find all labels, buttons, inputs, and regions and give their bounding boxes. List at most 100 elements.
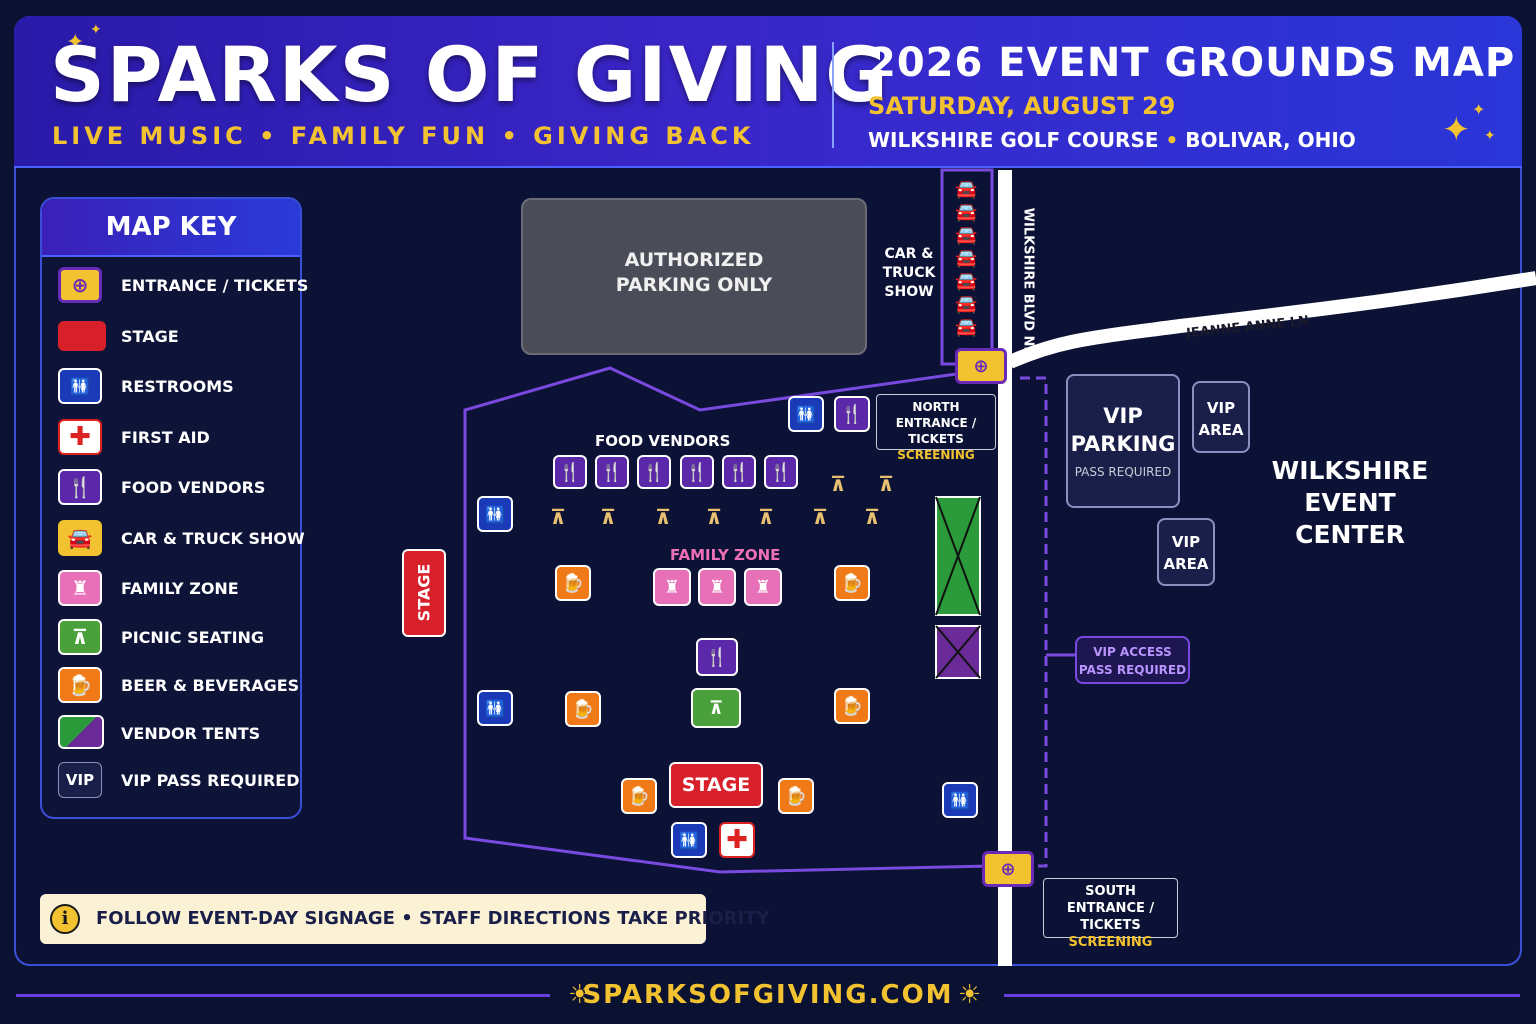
restroom-icon[interactable]: 🚻 [477,690,513,726]
city-name: BOLIVAR, OHIO [1185,128,1356,152]
south-entrance-ticket-icon[interactable]: ⊕ [982,851,1034,887]
picnic-table-icon: ⊼ [864,505,881,529]
event-boundary [463,366,991,874]
key-label: VIP PASS REQUIRED [121,771,300,790]
sparkle-icon: ✦ [90,22,102,38]
key-row-car: 🚘CAR & TRUCK SHOW [58,520,305,560]
beer-icon[interactable]: 🍺 [834,565,870,601]
info-icon: i [50,904,80,934]
main-stage[interactable]: STAGE [669,762,763,808]
restroom-icon[interactable]: 🚻 [477,496,513,532]
vip-area-north-label: VIP AREA [1198,399,1244,439]
picnic-table-icon: ⊼ [655,505,672,529]
side-stage[interactable] [402,549,446,637]
header-banner [14,16,1522,168]
venue-name: WILKSHIRE GOLF COURSE [868,128,1159,152]
castle-icon[interactable]: ♜ [698,568,736,606]
wilkshire-blvd-road [998,170,1012,966]
food-icon: 🍴 [58,469,102,505]
vip-access-path [1020,376,1048,868]
family-zone-label: FAMILY ZONE [670,546,781,564]
key-label: CAR & TRUCK SHOW [121,529,305,548]
beer-icon[interactable]: 🍺 [565,691,601,727]
vip-area-south[interactable] [1157,518,1215,586]
north-entrance-label: NORTH ENTRANCE / TICKETS SCREENING [876,394,996,462]
food-vendor-icon[interactable]: 🍴 [637,455,671,489]
event-date: SATURDAY, AUGUST 29 [868,92,1176,120]
event-location: WILKSHIRE GOLF COURSE • BOLIVAR, OHIO [868,128,1356,152]
key-label: ENTRANCE / TICKETS [121,276,309,295]
key-label: PICNIC SEATING [121,628,265,647]
parking-label: AUTHORIZED PARKING ONLY [615,249,773,296]
sun-icon: ☀ [568,980,592,1010]
food-vendor-icon[interactable]: 🍴 [553,455,587,489]
food-vendors-label: FOOD VENDORS [595,432,731,450]
castle-icon[interactable]: ♜ [744,568,782,606]
key-label: VENDOR TENTS [121,724,261,743]
footer-line-right [1004,994,1520,997]
sparkle-icon: ✦ [1472,100,1486,119]
event-tagline: LIVE MUSIC • FAMILY FUN • GIVING BACK [52,122,755,150]
food-vendor-icon[interactable]: 🍴 [764,455,798,489]
food-vendor-icon[interactable]: 🍴 [696,638,738,676]
restroom-icon[interactable]: 🚻 [942,782,978,818]
stage-icon [58,321,106,351]
first-aid-icon[interactable]: ✚ [719,822,755,858]
car-icon: 🚘 [955,317,978,338]
event-notice-bar [40,894,706,944]
vip-parking-label: VIP PARKING [1070,404,1176,456]
vip-access-label: VIP ACCESS PASS REQUIRED [1078,645,1187,677]
food-vendor-icon[interactable]: 🍴 [834,396,870,432]
first-aid-icon: ✚ [58,419,102,455]
beer-icon[interactable]: 🍺 [555,565,591,601]
castle-icon[interactable]: ♜ [653,568,691,606]
picnic-table-icon: ⊼ [550,505,567,529]
location-separator: • [1158,128,1186,152]
picnic-table-icon: ⊼ [600,505,617,529]
key-row-picnic-table: ⊼ PICNIC SEATING [58,619,298,659]
car-icon: 🚘 [955,225,978,246]
beer-icon: 🍺 [58,667,102,703]
beer-icon[interactable]: 🍺 [778,778,814,814]
picnic-table-icon: ⊼ [878,472,895,496]
sun-icon: ☀ [958,980,982,1010]
ticket-icon: ⊕ [58,267,102,303]
food-vendor-icon[interactable]: 🍴 [680,455,714,489]
picnic-table-icon: ⊼ [830,472,847,496]
picnic-table-icon: ⊼ [758,505,775,529]
key-row-castle: ♜FAMILY ZONE [58,570,298,610]
key-row-food: 🍴FOOD VENDORS [58,469,298,509]
authorized-parking-lot [521,198,867,355]
vip-area-north[interactable] [1192,381,1250,453]
picnic-table-icon: ⊼ [58,619,102,655]
key-label: BEER & BEVERAGES [121,676,300,695]
key-row-restroom: 🚻 RESTROOMS [58,368,298,408]
key-row-first-aid: ✚ FIRST AID [58,419,298,459]
event-center-label: WILKSHIRE EVENT CENTER [1271,456,1429,549]
car-icon: 🚘 [955,271,978,292]
website-url[interactable]: SPARKSOFGIVING.COM [582,980,954,1010]
wilkshire-blvd-label: WILKSHIRE BLVD NE [1020,207,1036,356]
jeanne-anne-road [1007,271,1536,369]
beer-icon[interactable]: 🍺 [621,778,657,814]
food-vendor-icon[interactable]: 🍴 [595,455,629,489]
key-label: RESTROOMS [121,377,234,396]
vip-parking-lot[interactable] [1066,374,1180,508]
key-label: FAMILY ZONE [121,579,239,598]
key-label: FIRST AID [121,428,210,447]
beer-icon[interactable]: 🍺 [834,688,870,724]
car-icon: 🚘 [955,202,978,223]
north-entrance-ticket-icon[interactable]: ⊕ [955,348,1007,384]
car-icon: 🚘 [955,294,978,315]
sparkle-icon: ✦ [66,30,85,55]
picnic-table-icon[interactable]: ⊼ [691,688,741,728]
key-label: STAGE [121,327,179,346]
event-notice-text: FOLLOW EVENT-DAY SIGNAGE • STAFF DIRECTI… [96,908,770,929]
food-vendor-icon[interactable]: 🍴 [722,455,756,489]
restroom-icon: 🚻 [58,368,102,404]
restroom-icon[interactable]: 🚻 [788,396,824,432]
footer-line-left [16,994,550,997]
picnic-table-icon: ⊼ [812,505,829,529]
car-icon: 🚘 [955,248,978,269]
restroom-icon[interactable]: 🚻 [671,822,707,858]
